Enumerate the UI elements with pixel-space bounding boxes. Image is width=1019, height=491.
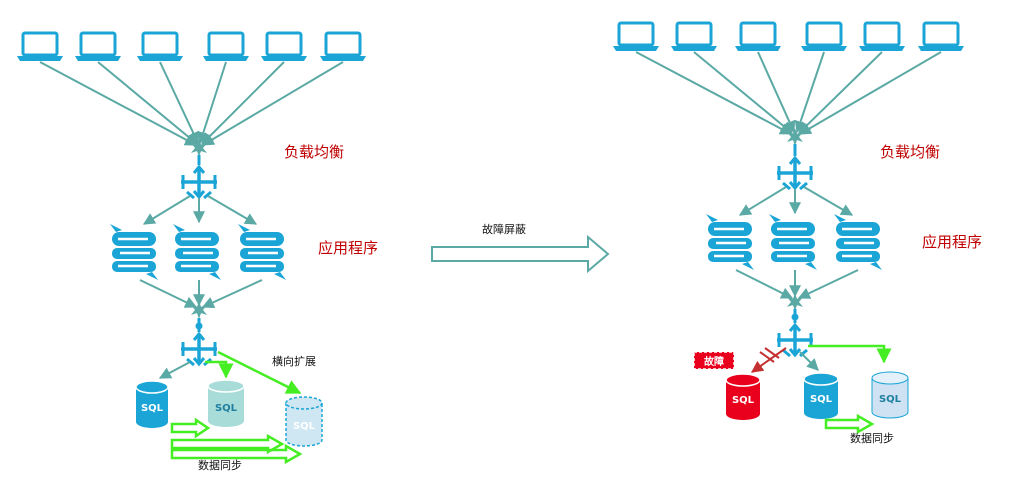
database-icon: SQL [207,379,245,427]
db-label: SQL [810,394,833,405]
database-icon: SQL [803,372,839,419]
laptop-icon [669,21,719,53]
label-load-balancing: 负载均衡 [880,143,940,161]
application-server-icon [108,222,160,282]
label-application: 应用程序 [318,239,378,257]
right-clients [611,21,966,53]
database-icon: SQL [871,371,909,419]
left-databases: SQL SQL SQL [135,379,323,447]
fault-badge: 故障 [693,351,735,370]
application-server-icon [832,212,884,272]
label-data-sync: 数据同步 [850,431,894,445]
left-app-links [139,195,263,308]
application-server-icon [171,222,223,282]
db-label: SQL [215,403,238,414]
label-application: 应用程序 [922,233,982,251]
label-fault-masking: 故障屏蔽 [482,222,526,236]
laptop-icon [857,21,907,53]
laptop-icon [15,31,65,63]
database-icon: SQL [285,396,323,447]
load-balancer-icon [191,301,207,319]
right-diagram: 故障 SQL SQL SQL 负载均衡 应用程序 数据同步 [611,21,982,445]
laptop-icon [799,21,849,53]
router-icon [179,165,219,200]
label-load-balancing: 负载均衡 [284,143,344,161]
right-app-servers [704,212,884,272]
left-diagram: SQL SQL SQL 负载均衡 应用程序 横向扩展 数据同步 [15,31,378,472]
router-icon [179,332,219,367]
database-icon: SQL [725,373,761,420]
fault-badge-label: 故障 [704,355,724,368]
router-icon [775,156,815,191]
right-databases: SQL SQL SQL [725,371,909,420]
laptop-icon [318,31,368,63]
laptop-icon [611,21,661,53]
failover-arrow: 故障屏蔽 [431,222,610,274]
right-db-links [751,344,892,373]
label-data-sync: 数据同步 [198,458,242,472]
laptop-icon [201,31,251,63]
laptop-icon [135,31,185,63]
right-sync-arrow [824,413,875,435]
database-icon: SQL [135,380,169,428]
label-horizontal-scaling: 横向扩展 [272,354,316,368]
laptop-icon [733,21,783,53]
db-label: SQL [879,394,902,405]
application-server-icon [704,212,756,272]
left-db-links [158,350,302,395]
right-client-links [635,51,942,135]
laptop-icon [259,31,309,63]
left-clients [15,31,368,63]
laptop-icon [73,31,123,63]
application-server-icon [767,212,819,272]
laptop-icon [916,21,966,53]
right-app-links [735,186,859,299]
left-client-links [39,61,344,146]
db-label: SQL [732,395,755,406]
db-label: SQL [293,421,316,432]
db-label: SQL [141,403,164,414]
left-app-servers [108,222,288,282]
application-server-icon [236,222,288,282]
left-sync-arrows [170,417,303,465]
